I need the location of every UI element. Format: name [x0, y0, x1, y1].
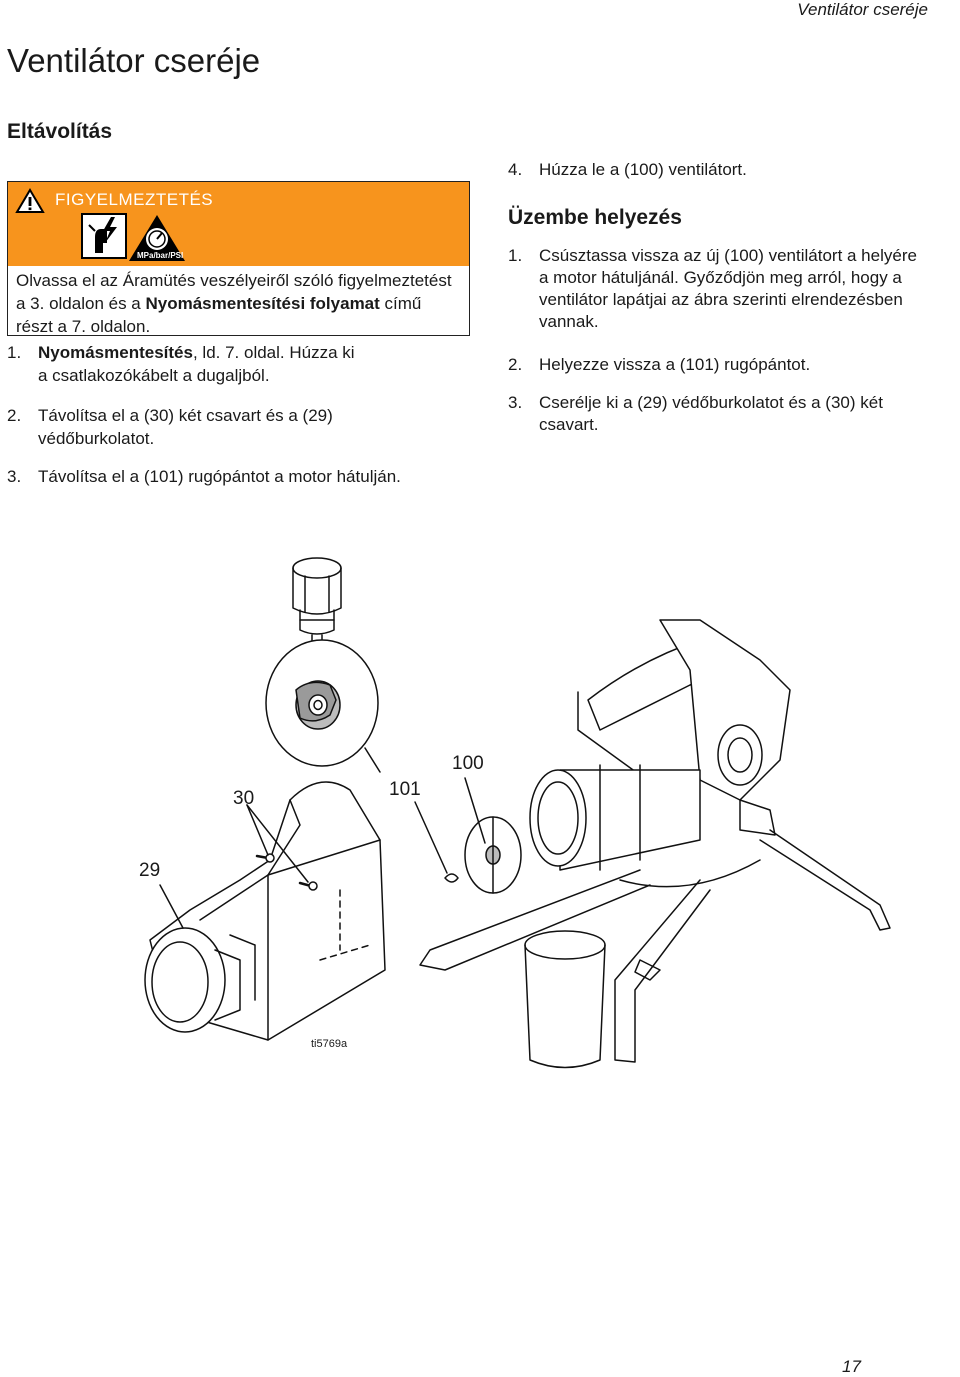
- screw-parts-30: [255, 853, 318, 891]
- page-number: 17: [842, 1357, 861, 1376]
- detail-view: [265, 639, 379, 767]
- figure-id: ti5769a: [311, 1038, 348, 1050]
- plug-part: [292, 557, 342, 676]
- pressure-hazard-icon: [129, 215, 185, 261]
- electric-shock-icon: [81, 213, 127, 259]
- warning-label: FIGYELMEZTETÉS: [55, 190, 214, 209]
- section-heading-removal: Eltávolítás: [7, 120, 113, 143]
- callout-29: 29: [139, 860, 161, 881]
- warning-header: FIGYELMEZTETÉS MPa/bar/PSI: [8, 182, 469, 266]
- callout-30: 30: [233, 788, 255, 809]
- sprayer-body: [419, 619, 891, 1069]
- warning-text: Olvassa el az Áramütés veszélyeiről szól…: [16, 271, 452, 336]
- callout-100: 100: [452, 753, 484, 774]
- warning-triangle-icon: [15, 188, 45, 213]
- gauge-label: MPa/bar/PSI: [137, 251, 184, 260]
- running-header: Ventilátor cseréje: [797, 0, 928, 19]
- page-title: Ventilátor cseréje: [7, 42, 261, 79]
- warning-box: FIGYELMEZTETÉS MPa/bar/PSI Olvassa el az…: [7, 181, 470, 336]
- fan-replacement-illustration: [144, 557, 891, 1069]
- install-step-1: 1. Csúsztassa vissza az új (100) ventilá…: [508, 246, 917, 331]
- section-heading-install: Üzembe helyezés: [508, 206, 682, 229]
- clip-part-101: [444, 873, 459, 883]
- callout-leader-lines: [159, 777, 486, 929]
- callout-101: 101: [389, 779, 421, 800]
- guard-part-29: [144, 781, 386, 1041]
- fan-part-100: [464, 816, 522, 894]
